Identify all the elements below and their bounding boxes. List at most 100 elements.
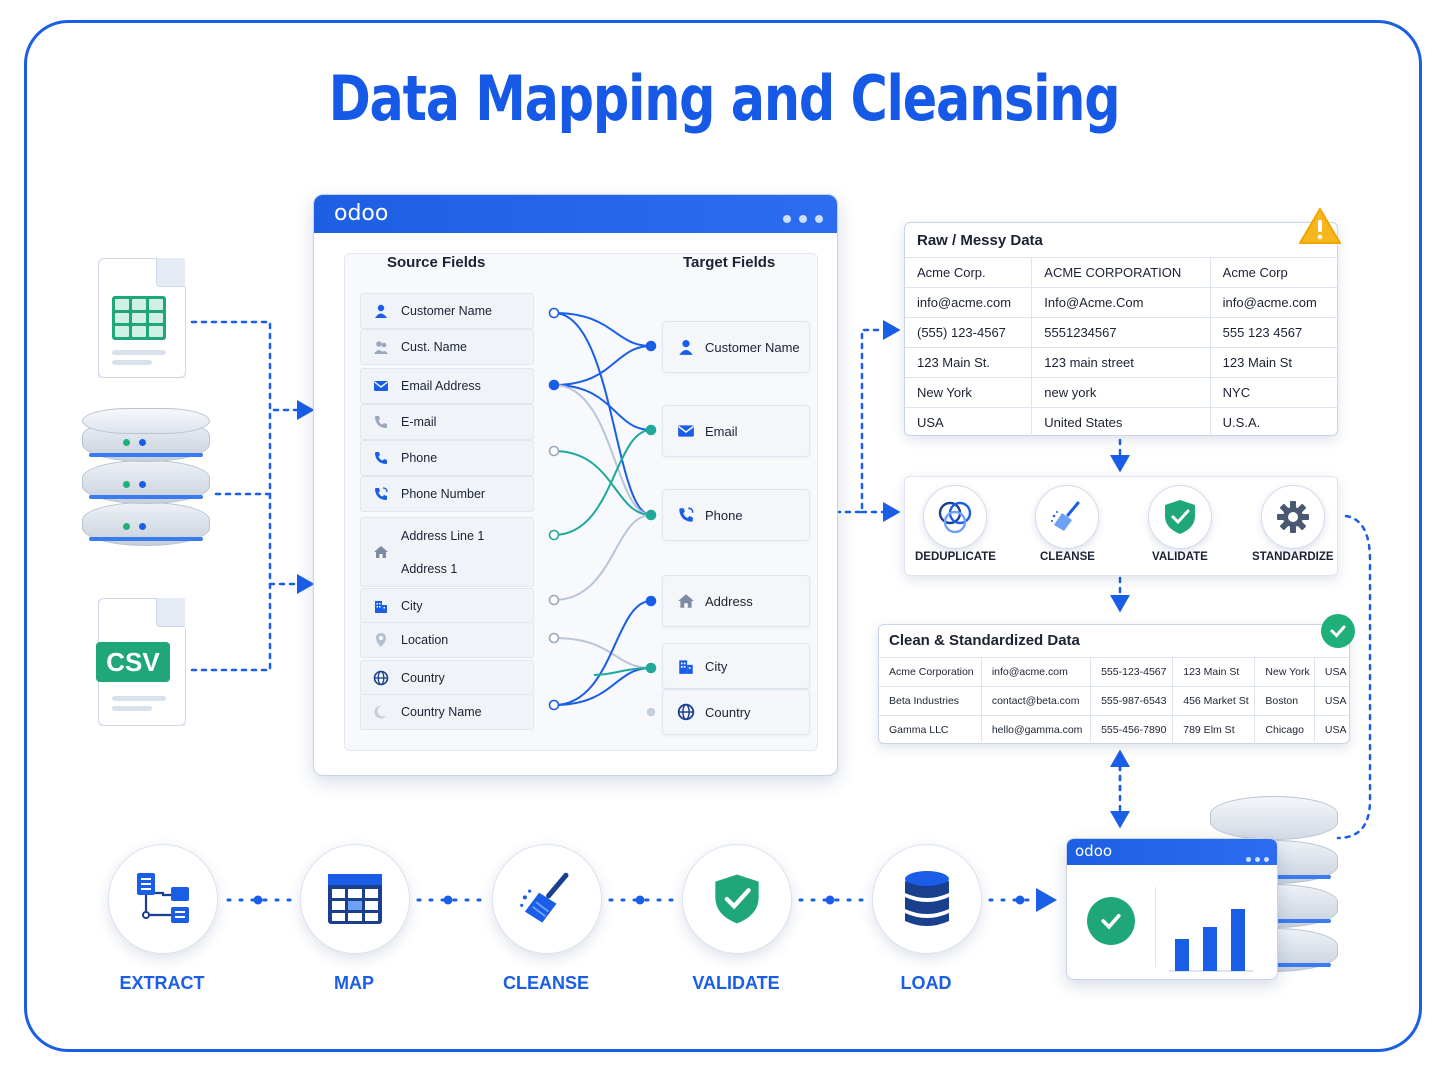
mail-icon [373,378,389,394]
table-cell: USA [1314,657,1349,687]
table-cell: New York [905,377,1033,408]
database-icon[interactable] [872,844,982,954]
source-field-email-address[interactable]: Email Address [360,368,534,404]
table-cell: Acme Corporation [879,657,982,687]
field-label: Country [401,671,445,685]
table-cell: hello@gamma.com [981,715,1092,744]
table-cell: USA [1314,686,1349,716]
home-icon [677,592,695,610]
broom-icon[interactable] [492,844,602,954]
table-cell: Acme Corp [1210,257,1337,288]
field-label: Phone [401,451,438,465]
table-cell: 555-987-6543 [1090,686,1174,716]
source-field-country-name[interactable]: Country Name [360,694,534,730]
window-titlebar: odoo [314,195,837,233]
database-icon [82,408,210,558]
target-field-email[interactable]: Email [662,405,810,457]
phone-icon [373,450,389,466]
source-field-phone-number[interactable]: Phone Number [360,476,534,512]
table-cell: 123 Main St [1172,657,1256,687]
phone-icon [373,414,389,430]
table-cell: Info@Acme.Com [1031,287,1211,318]
target-field-phone[interactable]: Phone [662,489,810,541]
window-menu-dots[interactable] [1242,849,1269,867]
field-label: City [401,599,423,613]
success-check-icon [1087,897,1135,945]
table-cell: NYC [1210,377,1337,408]
check-icon [1321,614,1355,648]
flow-label-load: LOAD [900,973,952,993]
field-label: Email Address [401,379,481,393]
source-field-city[interactable]: City [360,588,534,624]
clean-data-table: Clean & Standardized Data Acme Corporati… [878,624,1350,744]
building-icon [373,598,389,614]
globe-icon [373,670,389,686]
table-cell: 123 Main St. [905,347,1033,378]
source-field-address-group[interactable]: Address Line 1 Address 1 [360,517,534,587]
mail-icon [677,422,695,440]
table-cell: 555-123-4567 [1090,657,1174,687]
table-cell: 789 Elm St [1172,715,1256,744]
target-field-address[interactable]: Address [662,575,810,627]
source-fields-header: Source Fields [387,254,486,271]
target-field-city[interactable]: City [662,643,810,689]
table-cell: 123 main street [1031,347,1211,378]
target-field-customer-name[interactable]: Customer Name [662,321,810,373]
mapping-lines [548,307,657,717]
flow-label-map: MAP [334,973,374,993]
page-title: Data Mapping and Cleansing [328,62,1121,135]
venn-icon[interactable] [923,485,987,549]
step-label-deduplicate: DEDUPLICATE [915,551,996,563]
target-field-country[interactable]: Country [662,689,810,735]
table-cell: United States [1031,407,1211,437]
gear-icon[interactable] [1261,485,1325,549]
table-cell: new york [1031,377,1211,408]
warning-icon [1298,206,1342,251]
field-label: Phone [705,507,743,523]
source-field-cust-name[interactable]: Cust. Name [360,329,534,365]
table-cell: New York [1254,657,1315,687]
table-cell: 555 123 4567 [1210,317,1337,348]
field-label: Customer Name [705,339,800,355]
field-label: Location [401,633,449,647]
source-field-location[interactable]: Location [360,622,534,658]
source-field-customer-name[interactable]: Customer Name [360,293,534,329]
table-cell: ACME CORPORATION [1031,257,1211,288]
broom-icon[interactable] [1035,485,1099,549]
cleansing-pipeline: DEDUPLICATE CLEANSE VALIDATE STANDARDIZE [904,476,1338,576]
user-icon [373,303,389,319]
table-cell: 123 Main St [1210,347,1337,378]
window-menu-dots[interactable] [775,210,823,228]
table-cell: 456 Market St [1172,686,1256,716]
table-cell: Gamma LLC [879,715,982,744]
source-field-address-1: Address 1 [401,562,458,576]
table-icon[interactable] [300,844,410,954]
extract-icon[interactable] [108,844,218,954]
bar-chart-icon [1169,909,1253,972]
source-field-e-mail[interactable]: E-mail [360,404,534,440]
table-cell: contact@beta.com [981,686,1092,716]
source-field-phone[interactable]: Phone [360,440,534,476]
users-icon [373,339,389,355]
user-icon [677,338,695,356]
globe-icon [677,703,695,721]
odoo-logo: odoo [334,201,389,226]
table-cell: Chicago [1254,715,1315,744]
field-label: Country Name [401,705,482,719]
table-cell: Boston [1254,686,1315,716]
shield-check-icon[interactable] [1148,485,1212,549]
source-field-country[interactable]: Country [360,660,534,696]
flow-label-cleanse: CLEANSE [502,973,589,993]
step-label-validate: VALIDATE [1152,551,1208,563]
shield-check-icon[interactable] [682,844,792,954]
step-label-cleanse: CLEANSE [1040,551,1095,563]
table-cell: info@acme.com [981,657,1092,687]
